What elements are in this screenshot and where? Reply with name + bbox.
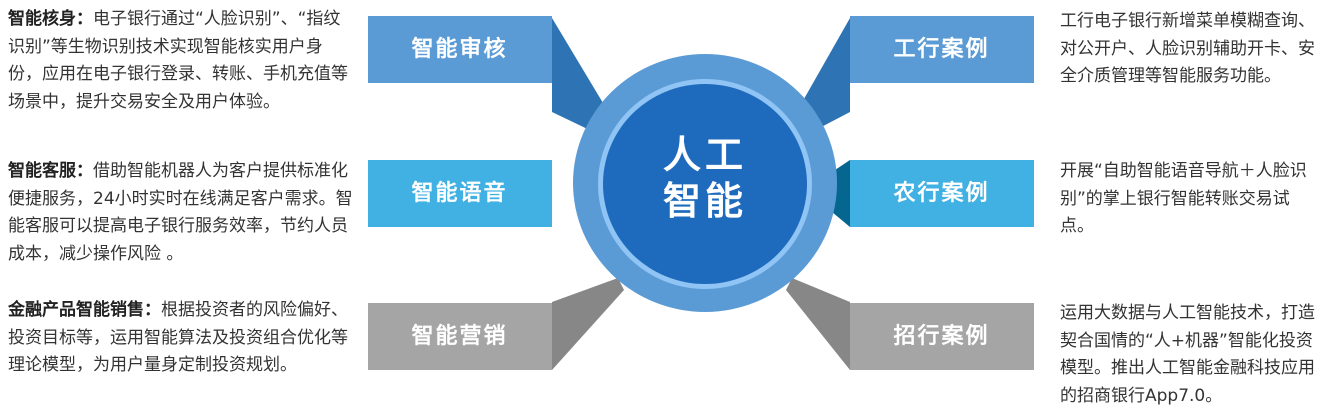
connector-top-left <box>552 18 612 135</box>
desc-title: 智能客服： <box>8 161 93 181</box>
label-abc-case: 农行案例 <box>893 181 990 206</box>
box-农行案例 <box>850 160 1034 227</box>
box-智能审核 <box>368 16 552 83</box>
desc-abc: 开展“自助智能语音导航＋人脸识别”的掌上银行智能转账交易试点。 <box>1060 161 1307 236</box>
connector-bottom-left-real <box>552 278 624 370</box>
desc-smart-service: 智能客服：借助智能机器人为客户提供标准化便捷服务，24小时实时在线满足客户需求。… <box>8 158 353 268</box>
label-smart-marketing: 智能营销 <box>411 324 508 349</box>
desc-cmb: 运用大数据与人工智能技术，打造契合国情的“人+机器”智能化投资模型。推出人工智能… <box>1060 303 1315 406</box>
desc-text: 根据投资者的风险偏好、投资目标等，运用智能算法及投资组合优化等理论模型，为用户量… <box>8 300 348 375</box>
desc-icbc: 工行电子银行新增菜单模糊查询、对公开户、人脸识别辅助开卡、安全介质管理等智能服务… <box>1060 11 1315 86</box>
label-icbc-case: 工行案例 <box>893 37 990 62</box>
box-智能语音 <box>368 160 552 227</box>
desc-title: 智能核身： <box>8 9 93 29</box>
box-智能营销 <box>368 303 552 370</box>
label-smart-review: 智能审核 <box>411 37 508 62</box>
box-工行案例 <box>850 16 1034 83</box>
center-line-1: 人工 <box>662 133 747 177</box>
center-line-2: 智能 <box>662 179 747 223</box>
desc-smart-identity: 智能核身：电子银行通过“人脸识别”、“指纹识别”等生物识别技术实现智能核实用户身… <box>8 6 353 116</box>
box-招行案例 <box>850 303 1034 370</box>
connector-bottom-right <box>786 278 850 370</box>
center-title: 人工 智能 <box>640 132 770 224</box>
desc-smart-sales: 金融产品智能销售：根据投资者的风险偏好、投资目标等，运用智能算法及投资组合优化等… <box>8 297 353 380</box>
desc-text: 借助智能机器人为客户提供标准化便捷服务，24小时实时在线满足客户需求。智能客服可… <box>8 161 353 264</box>
desc-text: 电子银行通过“人脸识别”、“指纹识别”等生物识别技术实现智能核实用户身份，应用在… <box>8 9 348 112</box>
desc-title: 金融产品智能销售： <box>8 300 161 320</box>
label-cmb-case: 招行案例 <box>893 324 990 349</box>
label-smart-voice: 智能语音 <box>411 181 508 206</box>
core-circle <box>603 84 807 284</box>
